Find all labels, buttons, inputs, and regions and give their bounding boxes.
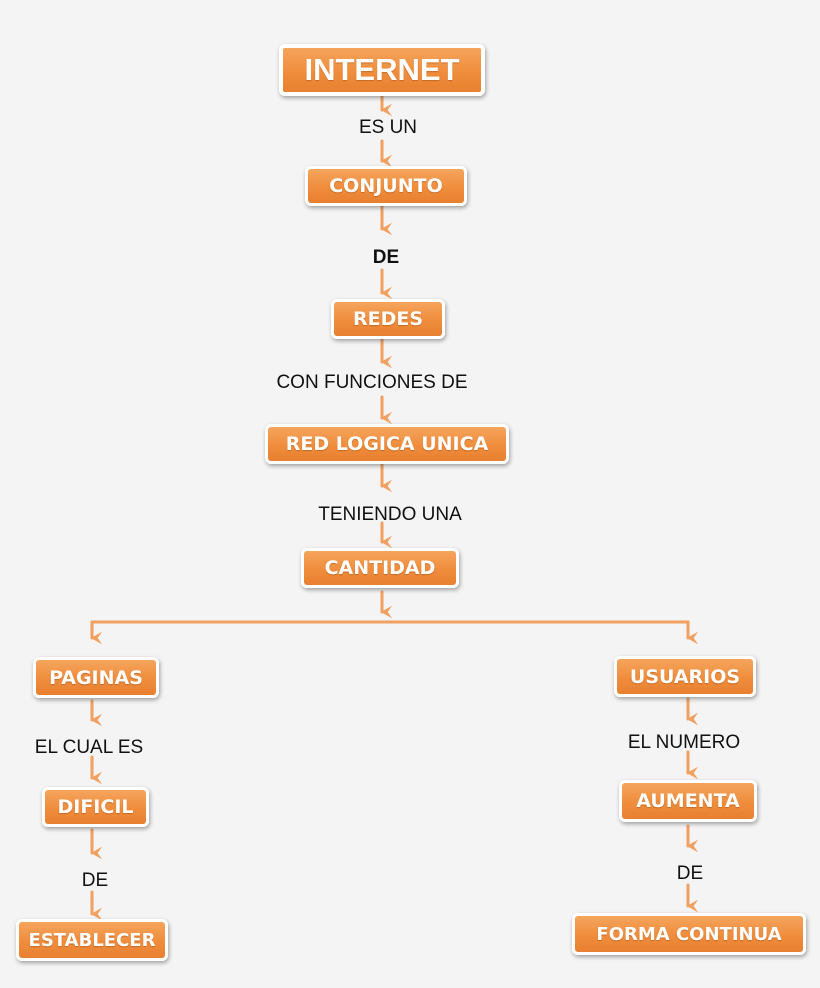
node-red-logica-unica: RED LOGICA UNICA [265, 424, 509, 464]
node-conjunto: CONJUNTO [305, 166, 467, 206]
node-dificil: DIFICIL [42, 787, 149, 827]
label-el-numero: EL NUMERO [627, 732, 741, 753]
label-de-2: DE [81, 870, 109, 891]
label-el-cual-es: EL CUAL ES [34, 737, 144, 758]
node-establecer: ESTABLECER [16, 919, 168, 961]
label-de-1: DE [372, 247, 400, 268]
node-forma-continua: FORMA CONTINUA [572, 913, 806, 955]
node-cantidad: CANTIDAD [301, 548, 459, 588]
label-de-3: DE [676, 863, 704, 884]
node-usuarios: USUARIOS [614, 656, 756, 697]
label-teniendo-una: TENIENDO UNA [318, 504, 462, 525]
node-paginas: PAGINAS [33, 657, 159, 698]
node-internet: INTERNET [279, 44, 485, 96]
label-es-un: ES UN [358, 117, 418, 138]
label-con-funciones-de: CON FUNCIONES DE [276, 372, 468, 393]
node-redes: REDES [331, 299, 445, 339]
node-aumenta: AUMENTA [619, 780, 757, 822]
